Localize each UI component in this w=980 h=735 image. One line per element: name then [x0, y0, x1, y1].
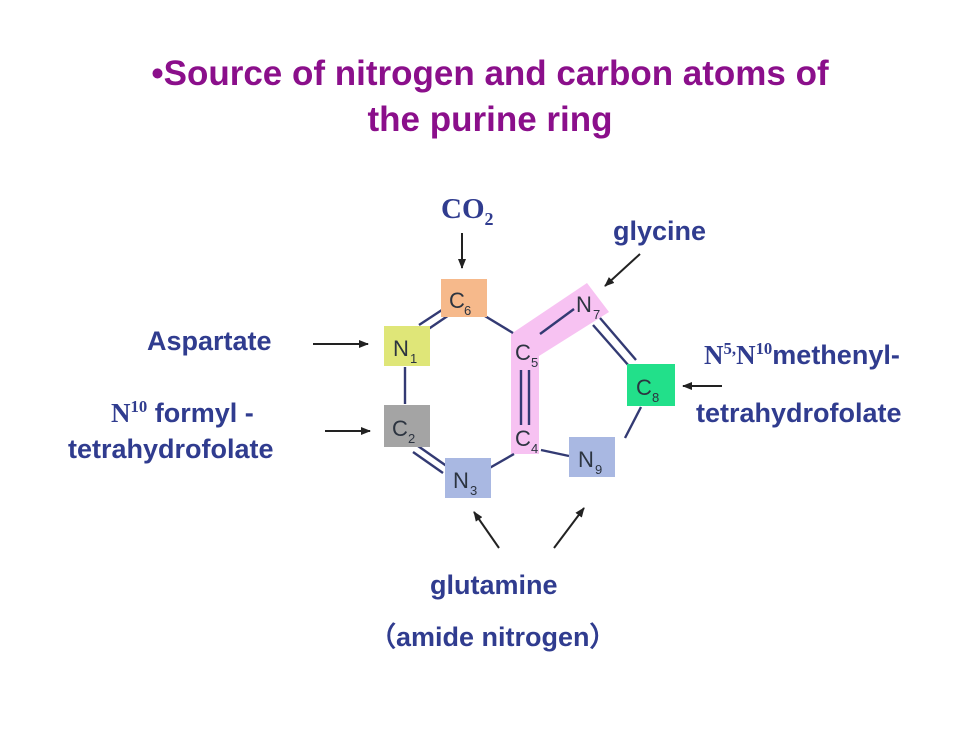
bond-c8-n9 — [623, 406, 643, 439]
formyl-line2-label: tetrahydrofolate — [68, 434, 274, 464]
atom-n1-number: 1 — [410, 351, 417, 366]
atom-n3: N 3 — [445, 458, 491, 498]
atom-n3-number: 3 — [470, 483, 477, 498]
title-line-1: •Source of nitrogen and carbon atoms of — [151, 54, 829, 93]
atom-n1-letter: N — [393, 336, 409, 361]
bond-n7-c8 — [599, 317, 637, 361]
arrow-glutamine-n3 — [473, 511, 500, 549]
methenyl-n10: N — [736, 340, 756, 370]
atom-c5: C 5 — [515, 340, 538, 370]
atom-c6: C 6 — [441, 279, 487, 318]
atom-c4-letter: C — [515, 426, 531, 451]
atom-n7: N 7 — [576, 292, 600, 322]
bond-c5-n7 — [539, 308, 575, 335]
co2-main: CO — [441, 193, 485, 225]
bond-c4-n9 — [540, 448, 570, 458]
co2-label: CO2 — [441, 193, 494, 229]
methenyl-text: methenyl- — [772, 340, 900, 370]
methenyl-line2-label: tetrahydrofolate — [696, 398, 902, 428]
atom-n1: N 1 — [384, 326, 430, 366]
atom-c8-number: 8 — [652, 390, 659, 405]
atom-n9-number: 9 — [595, 462, 602, 477]
methenyl-sup5: 5, — [723, 339, 737, 358]
glycine-label: glycine — [613, 216, 707, 246]
atom-c4-number: 4 — [531, 441, 538, 456]
formyl-n: N — [111, 398, 131, 428]
atom-c5-number: 5 — [531, 355, 538, 370]
glycine-highlight — [511, 283, 609, 454]
co2-sub: 2 — [484, 208, 494, 229]
arrow-glutamine-n9 — [553, 507, 585, 549]
title-line-2: the purine ring — [367, 100, 613, 139]
bonds — [403, 304, 643, 476]
formyl-sup: 10 — [130, 397, 148, 416]
atom-c8: C 8 — [627, 364, 675, 406]
atom-n9: N 9 — [569, 437, 615, 477]
bond-c2-n3-double — [412, 451, 444, 474]
atom-c2-letter: C — [392, 416, 408, 441]
atom-n7-letter: N — [576, 292, 592, 317]
glutamine-paren-label: （amide nitrogen） — [369, 622, 617, 652]
arrow-glycine — [604, 253, 641, 287]
methenyl-n5: N — [704, 340, 724, 370]
atom-n9-letter: N — [578, 447, 594, 472]
atom-c5-letter: C — [515, 340, 531, 365]
atom-c2: C 2 — [384, 405, 430, 447]
atom-c6-number: 6 — [464, 303, 471, 318]
methenyl-label: N5,N10methenyl- — [704, 340, 900, 371]
aspartate-label: Aspartate — [147, 326, 272, 356]
formyl-label: N10 formyl - — [111, 398, 254, 429]
atom-c8-letter: C — [636, 375, 652, 400]
glutamine-label: glutamine — [430, 570, 558, 600]
atom-c6-letter: C — [449, 288, 465, 313]
bond-n7-c8-double — [592, 324, 630, 367]
atom-c4: C 4 — [515, 426, 538, 456]
methenyl-sup10: 10 — [755, 339, 773, 358]
atom-n7-number: 7 — [593, 307, 600, 322]
atom-n3-letter: N — [453, 468, 469, 493]
bond-c2-n3 — [417, 445, 449, 468]
atom-c2-number: 2 — [408, 431, 415, 446]
formyl-text: formyl - — [147, 398, 254, 428]
